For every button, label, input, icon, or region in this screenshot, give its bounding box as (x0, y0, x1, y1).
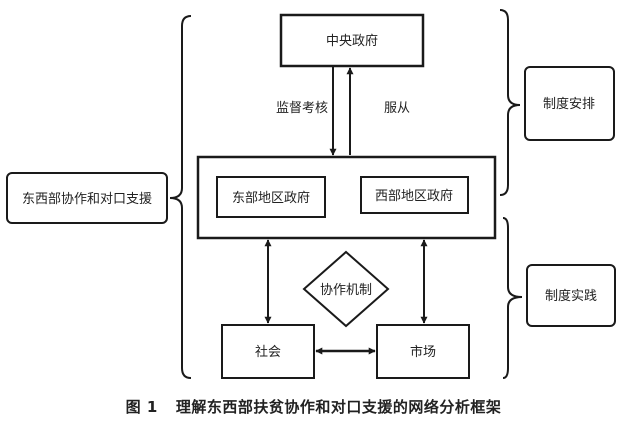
west-gov-label: 西部地区政府 (375, 189, 453, 204)
mechanism-node: 协作机制 (302, 250, 390, 328)
obey-label: 服从 (384, 101, 410, 116)
institutional-arrangement-label: 制度安排 (543, 96, 595, 112)
institutional-practice-label: 制度实践 (545, 288, 597, 304)
east-gov-node: 东部地区政府 (216, 176, 326, 218)
left-root-node: 东西部协作和对口支援 (6, 172, 168, 224)
left-brace (169, 15, 192, 379)
society-label: 社会 (255, 344, 281, 360)
supervise-label: 监督考核 (276, 101, 328, 116)
market-node: 市场 (376, 324, 470, 379)
institutional-practice-node: 制度实践 (526, 264, 616, 327)
market-label: 市场 (410, 344, 436, 360)
figure-title: 理解东西部扶贫协作和对口支援的网络分析框架 (175, 398, 502, 416)
right-bottom-brace (502, 217, 523, 379)
central-gov-label: 中央政府 (326, 34, 378, 49)
east-gov-label: 东部地区政府 (232, 191, 310, 206)
society-node: 社会 (221, 324, 315, 379)
mechanism-label: 协作机制 (320, 283, 372, 298)
central-gov-node: 中央政府 (279, 13, 425, 68)
right-top-brace (499, 9, 521, 196)
west-gov-node: 西部地区政府 (360, 176, 469, 214)
institutional-arrangement-node: 制度安排 (524, 66, 615, 141)
figure-caption: 图 1 理解东西部扶贫协作和对口支援的网络分析框架 (0, 396, 627, 417)
figure-number: 图 1 (125, 398, 158, 416)
left-root-label: 东西部协作和对口支援 (22, 192, 152, 207)
